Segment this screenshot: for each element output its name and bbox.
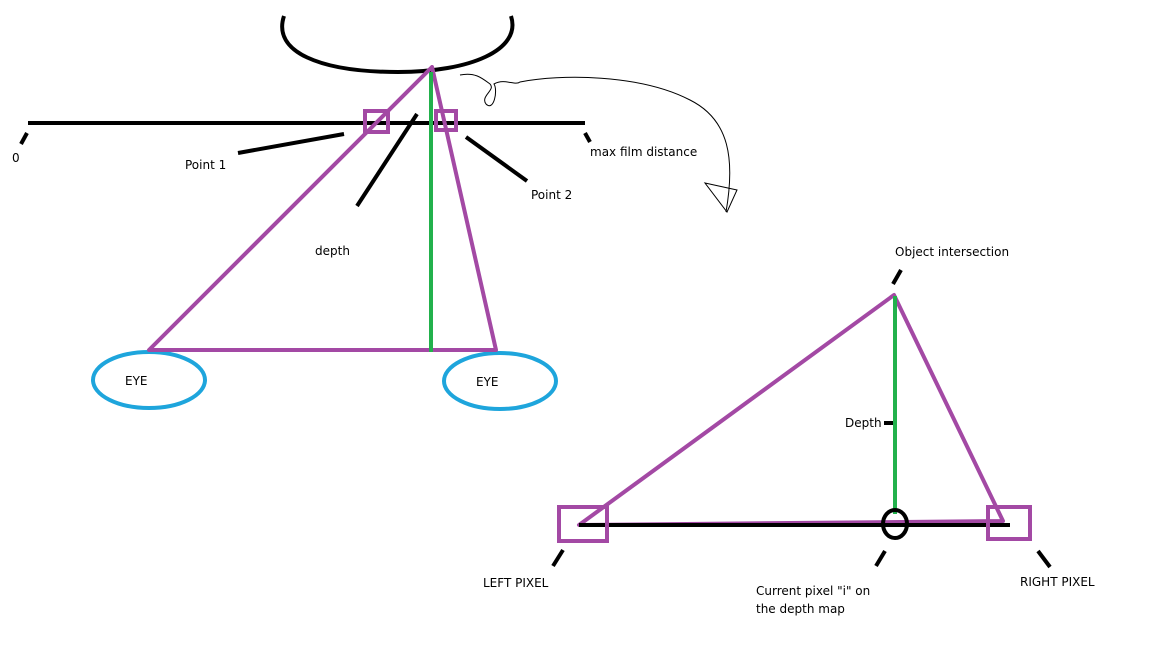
top-diagram: 0 max film distance Point 1 Point 2 dept… <box>12 15 738 411</box>
point2-leader <box>464 135 529 183</box>
point1-box <box>363 109 390 134</box>
right-pixel-box <box>986 505 1032 541</box>
eye-triangle <box>147 65 498 352</box>
axis-start-tick <box>19 132 29 145</box>
curved-arrow-head <box>703 182 738 213</box>
right-pixel-label: RIGHT PIXEL <box>1020 575 1095 589</box>
current-pixel-circle <box>881 508 909 540</box>
pixel-triangle <box>577 293 1005 527</box>
point1-leader <box>237 132 345 155</box>
object-leader <box>891 269 903 285</box>
object-intersection-label: Object intersection <box>895 245 1009 259</box>
bottom-diagram: Object intersection Depth LEFT PIXEL RIG… <box>483 245 1095 616</box>
curved-arrow <box>459 73 731 213</box>
depth-leader <box>355 112 419 208</box>
current-pixel-label-line2: the depth map <box>756 602 845 616</box>
right-eye-label: EYE <box>476 375 499 389</box>
current-pixel-label-line1: Current pixel "i" on <box>756 584 870 598</box>
right-eye-ellipse <box>442 351 558 411</box>
point2-label: Point 2 <box>531 188 572 202</box>
object-arc <box>280 15 515 75</box>
left-pixel-leader <box>551 548 565 568</box>
current-pixel-leader <box>874 549 887 568</box>
axis-start-label: 0 <box>12 151 20 165</box>
bottom-depth-label: Depth <box>845 416 882 430</box>
axis-end-tick <box>583 132 592 143</box>
point1-label: Point 1 <box>185 158 226 172</box>
axis-end-label: max film distance <box>590 145 697 159</box>
left-pixel-box <box>557 505 609 543</box>
left-pixel-label: LEFT PIXEL <box>483 576 549 590</box>
right-pixel-leader <box>1036 549 1052 569</box>
top-depth-label: depth <box>315 244 350 258</box>
left-eye-ellipse <box>91 350 207 410</box>
point2-box <box>434 109 458 132</box>
left-eye-label: EYE <box>125 374 148 388</box>
